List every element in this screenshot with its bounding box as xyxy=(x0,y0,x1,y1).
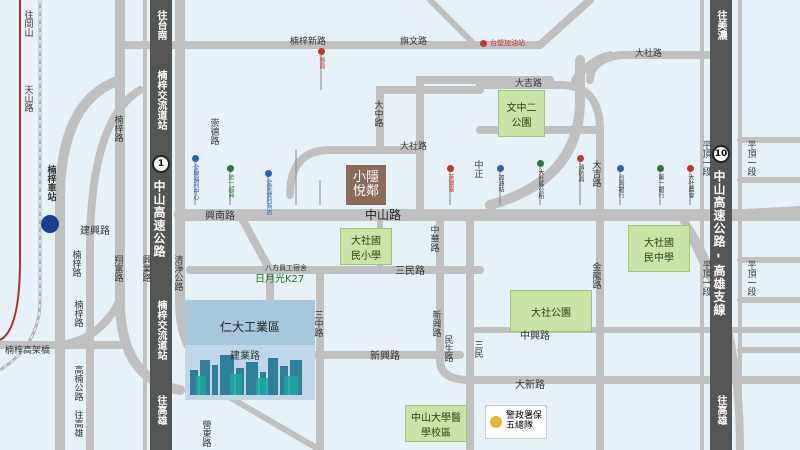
solar-label: 日月光K27 xyxy=(255,274,305,285)
road-qinglian: 清淨公路 xyxy=(172,255,183,291)
school-park-label: 文中二公園 xyxy=(506,102,537,129)
project-name-line1: 小隱 xyxy=(352,169,379,185)
factory-label: 八方員工宿舍 xyxy=(265,264,307,272)
road-xingnan: 興南路 xyxy=(205,211,235,222)
police-station: 警政署保五總隊 xyxy=(485,405,547,439)
school-park-2: 文中二公園 xyxy=(498,90,545,137)
road-xinpi: 新興路 xyxy=(430,310,441,337)
dashe-elementary: 大社國民小學 xyxy=(340,228,392,265)
road-zhongshan: 中山路 xyxy=(365,208,402,222)
road-sanmin2: 三民 xyxy=(472,340,483,358)
station-label: 楠梓車站 xyxy=(45,165,56,201)
dashe-junior-high: 大社國民中學 xyxy=(628,225,690,272)
dashe-park: 大社公園 xyxy=(510,290,592,332)
poi-district: 大社區公所 xyxy=(537,169,544,199)
road-nanzi-v: 楠梓路 xyxy=(112,115,123,142)
road-sanzhong: 三中路 xyxy=(312,310,323,337)
road-jianye: 建業路 xyxy=(230,351,260,362)
hw-left-north: 往台南 xyxy=(155,10,166,40)
rail-north-label: 往岡山 xyxy=(22,10,33,37)
road-sanmin: 三民路 xyxy=(395,266,425,277)
road-nanzi-gao: 楠梓高架橋 xyxy=(5,346,51,356)
hw-right-name: 中山高速公路 - 高雄支線 xyxy=(712,170,726,317)
project-name-line2: 悅鄰 xyxy=(352,184,379,199)
poi-bank-dot xyxy=(617,165,624,172)
road-tianshan: 天山路 xyxy=(22,85,33,112)
hw-right-south: 往高雄 xyxy=(715,395,726,425)
poi-post-office-dot xyxy=(318,48,325,55)
road-nanzi-v2: 楠梓路 xyxy=(70,250,81,277)
elementary-label: 大社國民小學 xyxy=(351,235,381,262)
university-label: 中山大學醫學校區 xyxy=(411,412,461,439)
road-minsheng: 民生路 xyxy=(442,335,453,362)
road-qiwen: 旗文路 xyxy=(400,37,428,47)
road-zhongzheng: 中正 xyxy=(472,160,483,178)
poi-firstbank-dot xyxy=(657,165,664,172)
poi-post-office: 郵局 xyxy=(318,57,325,69)
road-dazhong: 大中路 xyxy=(372,100,383,127)
road-gaonan-s: 往高雄 xyxy=(72,410,83,437)
poi-family-dot xyxy=(265,170,272,177)
hw-left-name: 中山高速公路 xyxy=(152,180,166,258)
poi-fire-dot xyxy=(577,155,584,162)
hw-left-interchange-south: 楠梓交流道站 xyxy=(155,300,166,360)
university-campus: 中山大學醫學校區 xyxy=(405,405,467,442)
road-pingding: 平頂一段 xyxy=(700,140,711,176)
poi-family: 全家便利商店 xyxy=(265,179,272,215)
poi-gas: 台塑加油站 xyxy=(490,39,525,47)
road-nanzi-new: 楠梓新路 xyxy=(290,37,327,47)
road-gaonan: 高楠公路 xyxy=(72,365,83,401)
industrial-zone-label: 仁大工業區 xyxy=(220,320,281,334)
road-daji: 大吉路 xyxy=(590,160,601,187)
road-chongde: 崇德路 xyxy=(208,118,219,145)
road-xingye: 興業路 xyxy=(140,255,151,282)
hw-left-interchange: 楠梓交流道站 xyxy=(155,70,166,130)
poi-fire: 消防局 xyxy=(577,164,584,182)
poi-hilife: 萊爾富 xyxy=(447,174,454,192)
road-jianxing: 建興路 xyxy=(80,226,110,237)
poi-pxmart: 全聯福利中心 xyxy=(192,164,199,200)
poi-bank: 台灣銀行 xyxy=(617,174,624,198)
road-pingding-r3: 平頂一段 xyxy=(745,260,756,296)
poi-firstbank: 第一銀行 xyxy=(657,174,664,198)
police-label: 警政署保五總隊 xyxy=(506,411,543,431)
road-yingdong: 營東路 xyxy=(200,420,211,447)
road-zhongxing: 中興路 xyxy=(520,331,550,342)
poi-gas2: 加油站 xyxy=(497,174,504,192)
road-pingding-r: 平頂一段 xyxy=(745,140,756,176)
poi-seven-dot xyxy=(227,165,234,172)
poi-pxmart-dot xyxy=(192,155,199,162)
road-dashe-mid: 大社路 xyxy=(400,142,428,152)
highway-10-shield: 10 xyxy=(712,145,730,163)
poi-district-dot xyxy=(537,160,544,167)
road-xiangfu: 翔富路 xyxy=(112,255,123,282)
poi-gas-dot xyxy=(480,40,487,47)
poi-farmers: 大社農會 xyxy=(687,174,694,198)
road-dashe-south: 大新路 xyxy=(515,380,545,391)
road-dashe-top: 大社路 xyxy=(635,49,663,59)
road-nanzi-south: 楠梓路 xyxy=(72,300,83,327)
road-daji-top: 大吉路 xyxy=(515,79,543,89)
train-icon xyxy=(41,215,59,233)
project-site-marker[interactable]: 小隱 悅鄰 xyxy=(346,165,386,205)
road-xinxing: 新興路 xyxy=(370,351,400,362)
highway-1-shield: 1 xyxy=(152,155,170,173)
police-badge-icon xyxy=(490,416,502,428)
poi-hilife-dot xyxy=(447,165,454,172)
poi-seven: 統一超商 xyxy=(227,174,234,198)
road-zhonghua: 中華路 xyxy=(428,225,439,252)
poi-farmers-dot xyxy=(687,165,694,172)
hw-right-north: 往美濃 xyxy=(715,10,726,40)
road-jinlong: 金龍路 xyxy=(590,262,601,289)
park-label: 大社公園 xyxy=(531,307,571,319)
poi-gas2-dot xyxy=(497,165,504,172)
road-pingding-r2: 平頂一段 xyxy=(700,260,711,296)
junior-label: 大社國民中學 xyxy=(644,237,674,264)
hw-left-south: 往高雄 xyxy=(155,395,166,425)
